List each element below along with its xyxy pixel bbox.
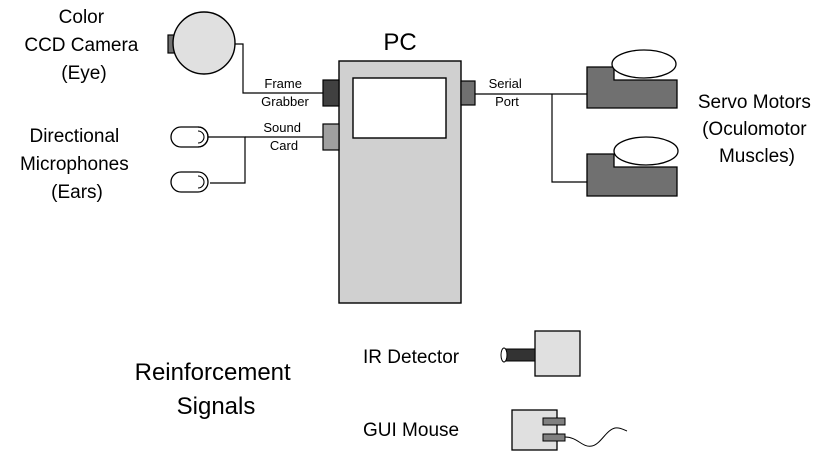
reinforcement-label-line1: Reinforcement: [135, 359, 291, 386]
gui-mouse-button-lower: [542, 433, 566, 442]
microphones-label-line1: Directional: [29, 126, 119, 147]
ir-detector-label: IR Detector: [363, 347, 460, 368]
gui-mouse-body: [511, 409, 558, 451]
camera-label-line2: CCD Camera: [24, 35, 138, 56]
serial-port-label-line1: Serial: [489, 76, 522, 91]
sound-card-label-line2: Card: [270, 138, 298, 153]
frame-grabber-port: [322, 79, 340, 107]
ir-detector: [500, 330, 581, 377]
camera-label-line1: Color: [59, 7, 105, 28]
gui-mouse: [511, 409, 628, 451]
microphone-wire: [208, 136, 246, 184]
camera-label: Color CCD Camera (Eye): [24, 7, 143, 84]
reinforcement-label-line2: Signals: [177, 393, 256, 420]
camera: [167, 11, 236, 75]
microphones-label: Directional Microphones (Ears): [20, 126, 134, 203]
gui-mouse-label: GUI Mouse: [363, 420, 459, 441]
sound-card-label: Sound Card: [263, 120, 304, 153]
ir-detector-body: [534, 330, 581, 377]
gui-mouse-cable: [564, 427, 628, 447]
servo-motors-label-line1: Servo Motors: [698, 92, 811, 113]
pc-title: PC: [383, 29, 416, 56]
servo-motor-upper: [586, 49, 678, 109]
microphone-lower: [170, 171, 209, 193]
microphones-label-line3: (Ears): [51, 182, 103, 203]
serial-port-label-line2: Port: [495, 94, 519, 109]
servo-motors-label: Servo Motors (Oculomotor Muscles): [698, 92, 816, 167]
servo-motor-lower: [586, 136, 679, 197]
serial-port: [460, 80, 476, 106]
microphones-label-line2: Microphones: [20, 154, 129, 175]
camera-wire: [235, 43, 323, 94]
ir-detector-lens: [500, 347, 508, 363]
sound-card-label-line1: Sound: [263, 120, 301, 135]
sound-card-port: [322, 123, 340, 151]
servo-motors-label-line2: (Oculomotor: [702, 119, 807, 140]
servo-motors-label-line3: Muscles): [719, 146, 795, 167]
ir-detector-barrel: [504, 348, 536, 362]
serial-branch-wire: [551, 94, 587, 183]
frame-grabber-label-line2: Grabber: [261, 94, 309, 109]
camera-label-line3: (Eye): [61, 63, 106, 84]
microphone-upper: [170, 126, 209, 148]
pc-screen: [352, 77, 447, 139]
frame-grabber-label: Frame Grabber: [261, 76, 309, 109]
reinforcement-label: Reinforcement Signals: [135, 359, 298, 420]
gui-mouse-button-upper: [542, 417, 566, 426]
camera-lens-circle: [172, 11, 236, 75]
frame-grabber-label-line1: Frame: [264, 76, 302, 91]
serial-port-label: Serial Port: [489, 76, 526, 109]
